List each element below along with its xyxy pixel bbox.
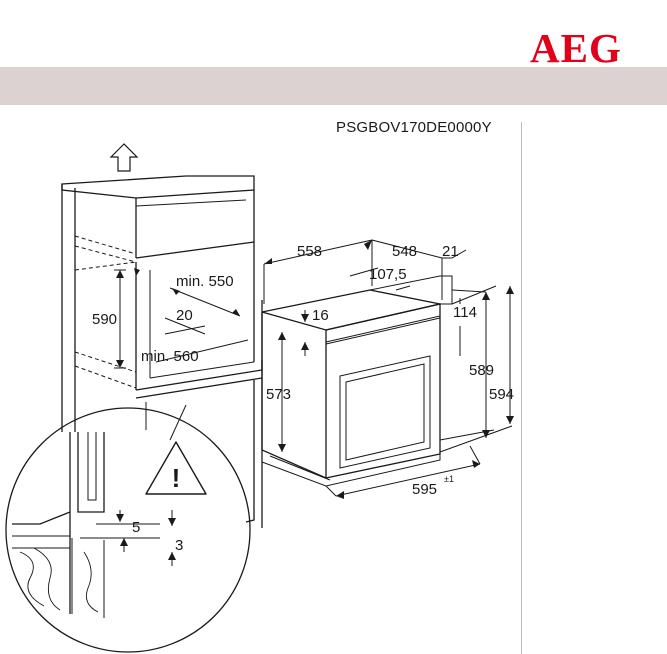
label-min-depth-top: min. 550 [176, 273, 234, 290]
label-detail-floor: 3 [175, 537, 183, 554]
label-body-height: 573 [266, 386, 291, 403]
label-depth-total: 558 [297, 243, 322, 260]
label-min-width: min. 560 [141, 348, 199, 365]
label-detail-gap: 5 [132, 519, 140, 536]
label-front-top: 16 [312, 307, 329, 324]
warning-triangle-icon [145, 441, 207, 495]
label-niche-height: 590 [92, 311, 117, 328]
label-vent-gap: 20 [176, 307, 193, 324]
label-front-height: 589 [469, 362, 494, 379]
label-top-offset: 107,5 [369, 266, 407, 283]
label-panel-top: 114 [453, 304, 477, 321]
label-depth-body: 548 [392, 243, 417, 260]
model-code: PSGBOV170DE0000Y [336, 119, 492, 136]
label-front-thickness: 21 [442, 243, 459, 260]
arrow-up-icon [109, 143, 139, 172]
detail-magnifier [5, 402, 251, 653]
label-total-height: 594 [489, 386, 514, 403]
label-width-tolerance: ±1 [444, 474, 454, 484]
right-divider-line [521, 122, 522, 654]
oven-drawing [261, 239, 513, 497]
label-oven-width: 595 [412, 481, 437, 498]
aeg-logo: AEG [530, 25, 622, 71]
warning-symbol: ! [172, 463, 181, 493]
header-band [0, 67, 667, 105]
